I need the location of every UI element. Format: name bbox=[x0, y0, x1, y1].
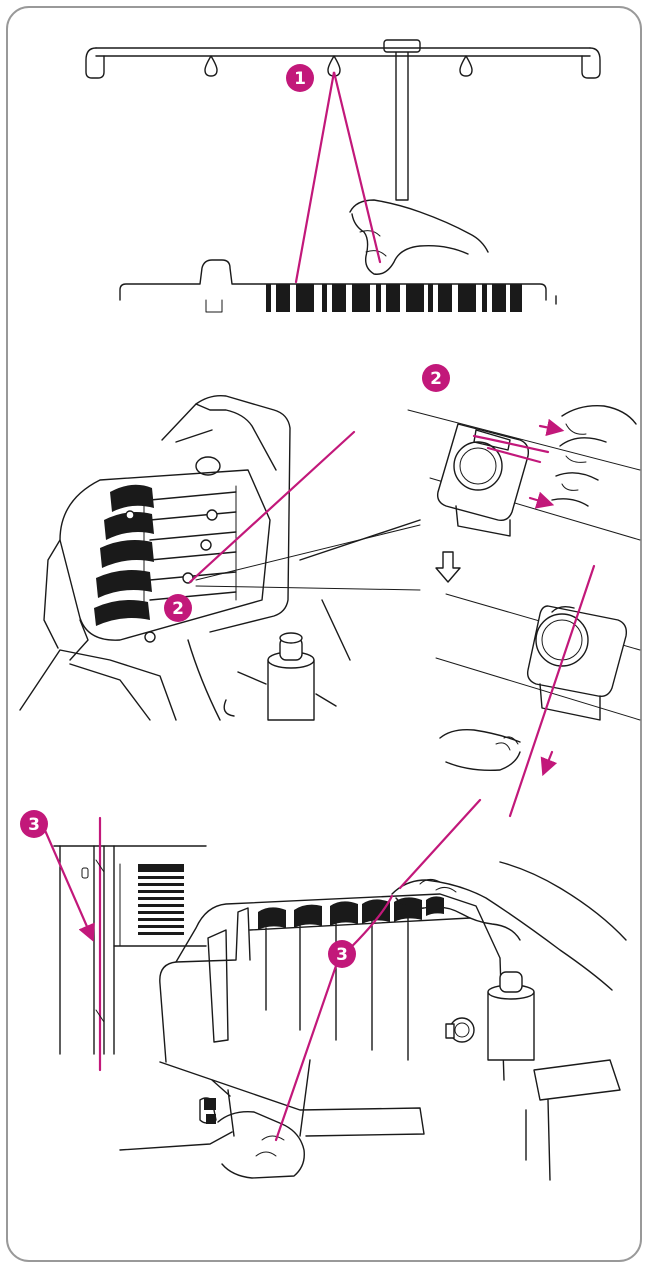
spool-pins bbox=[266, 284, 522, 312]
down-arrow-icon bbox=[436, 552, 460, 582]
tension-detail-bottom bbox=[436, 594, 640, 770]
step-3-badge: 3 bbox=[20, 810, 48, 838]
arrow-pull-right bbox=[540, 426, 560, 430]
step-3-badge: 3 bbox=[328, 940, 356, 968]
tension-dials bbox=[94, 485, 154, 626]
step-2-badge: 2 bbox=[422, 364, 450, 392]
step-3-label: 3 bbox=[28, 815, 40, 835]
thread-eyelet bbox=[205, 56, 217, 76]
hand-illustration bbox=[350, 200, 488, 274]
thread-path-step-2-main bbox=[190, 432, 354, 582]
thread-eyelet bbox=[460, 56, 472, 76]
step-3-label: 3 bbox=[336, 945, 348, 965]
thread-stand-illustration bbox=[86, 40, 600, 312]
arrow-pull-right bbox=[530, 498, 550, 504]
tension-dial-illustration bbox=[20, 396, 420, 720]
step-1-badge: 1 bbox=[286, 64, 314, 92]
step-2-badge: 2 bbox=[164, 594, 192, 622]
dial-edge-hatching bbox=[138, 864, 184, 935]
callout-arrow bbox=[44, 828, 92, 938]
arrow-pull-down bbox=[544, 752, 552, 772]
machine-front-illustration bbox=[120, 862, 626, 1180]
step-2-label: 2 bbox=[430, 369, 442, 389]
tension-detail-top bbox=[408, 406, 640, 540]
step-2-label: 2 bbox=[172, 599, 184, 619]
step-1-label: 1 bbox=[294, 69, 306, 89]
